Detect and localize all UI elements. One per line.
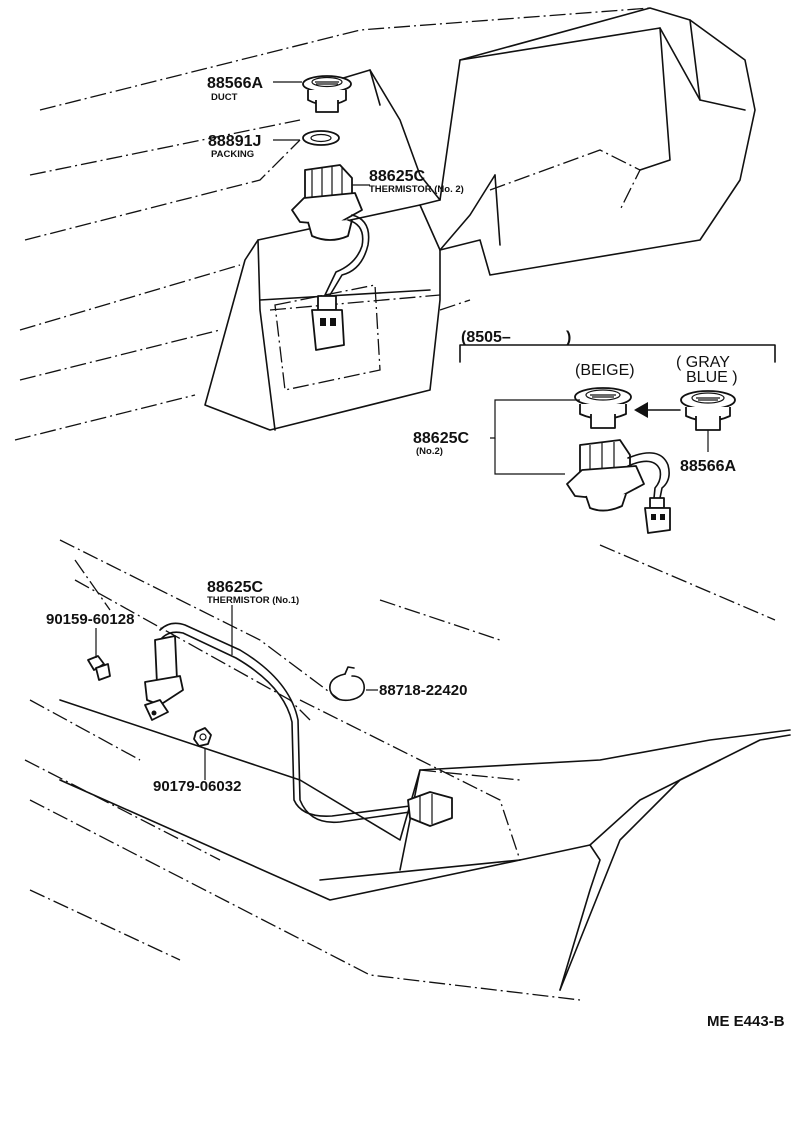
inset-thermistor-part-number: 88625C — [413, 430, 469, 447]
revision-range-close: ) — [566, 329, 571, 346]
beige-label: (BEIGE) — [575, 362, 635, 379]
blue-label: BLUE ) — [686, 369, 738, 386]
thermistor-no2-part-number: 88625C — [369, 168, 425, 185]
inset-thermistor-part — [566, 439, 671, 534]
duct-part-number: 88566A — [207, 75, 263, 92]
arrow-icon — [634, 402, 681, 418]
packing-part-number: 88891J — [208, 133, 261, 150]
thermistor-no2-part — [291, 164, 370, 351]
screw-part — [87, 655, 111, 681]
diagram-reference: ME E443-B — [707, 1013, 785, 1030]
packing-label: PACKING — [211, 149, 254, 160]
clamp-part — [328, 666, 366, 702]
nut-part-number: 90179-06032 — [153, 778, 241, 795]
packing-part — [302, 130, 340, 146]
gray-blue-duct-part — [680, 390, 736, 431]
revision-range: (8505– — [461, 329, 511, 346]
thermistor-no1-label: THERMISTOR (No.1) — [207, 595, 299, 606]
beige-duct-part — [574, 387, 632, 429]
screw-part-number: 90159-60128 — [46, 611, 134, 628]
clamp-part-number: 88718-22420 — [379, 682, 467, 699]
gray-label: ( GRAY — [676, 354, 730, 371]
thermistor-no1-part — [144, 622, 453, 827]
inset-thermistor-sub-label: (No.2) — [416, 446, 443, 457]
console-outline — [24, 539, 791, 1001]
dashboard-outline — [14, 7, 756, 441]
inset-duct-part-number: 88566A — [680, 458, 736, 475]
inset-leader-lines — [490, 399, 709, 475]
nut-part — [193, 727, 212, 747]
inset-bracket — [459, 344, 776, 363]
duct-label: DUCT — [211, 92, 238, 103]
thermistor-no2-label: THERMISTOR (No. 2) — [369, 184, 464, 195]
thermistor-no1-part-number: 88625C — [207, 579, 263, 596]
duct-part — [302, 75, 352, 113]
leader-lines — [95, 81, 378, 780]
